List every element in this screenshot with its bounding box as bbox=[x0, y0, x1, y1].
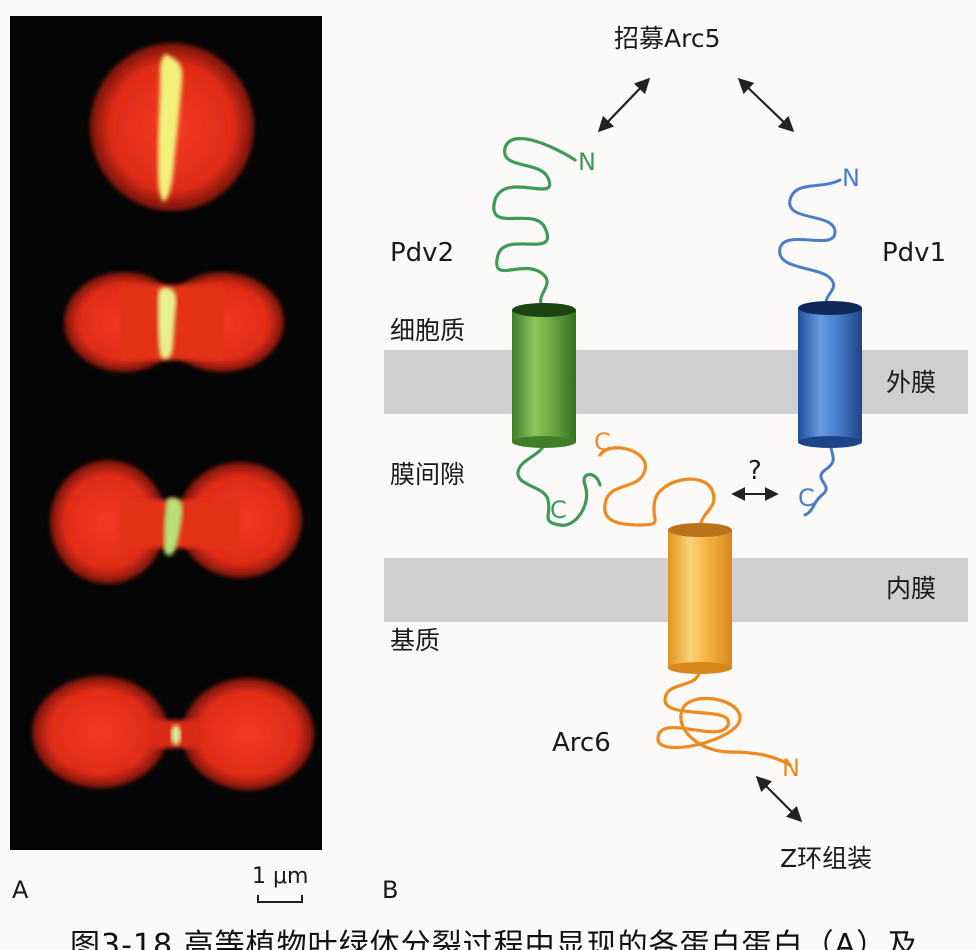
pdv2-c-tail bbox=[516, 438, 602, 527]
z-ring-assembly-label: Z环组装 bbox=[780, 844, 873, 873]
arrow-arc6-zring bbox=[755, 775, 803, 823]
pdv2-cylinder bbox=[512, 310, 576, 442]
pdv2-n-terminus: N bbox=[578, 148, 596, 176]
intermembrane-space-label: 膜间隙 bbox=[390, 460, 466, 489]
figure-caption: 图3-18 高等植物叶绿体分裂过程中显现的各蛋白蛋白（A）及 bbox=[70, 928, 919, 950]
chloroplast-stage-2 bbox=[64, 272, 284, 372]
pdv2-n-tail bbox=[492, 136, 577, 312]
ftsz-ring-1 bbox=[158, 54, 183, 202]
arc6-cylinder bbox=[668, 530, 732, 668]
arc6-protein bbox=[598, 446, 792, 767]
cytoplasm-label: 细胞质 bbox=[390, 316, 466, 345]
micrograph-panel bbox=[10, 16, 322, 903]
ftsz-ring-4 bbox=[171, 725, 181, 745]
pdv1-n-tail bbox=[778, 178, 842, 310]
pdv2-label: Pdv2 bbox=[390, 238, 455, 268]
arc6-n-tail bbox=[656, 666, 792, 767]
outer-membrane-label: 外膜 bbox=[886, 368, 937, 397]
inner-membrane-label: 内膜 bbox=[886, 574, 937, 603]
ftsz-ring-2 bbox=[158, 287, 177, 360]
panel-a-label: A bbox=[12, 876, 29, 904]
pdv1-protein bbox=[778, 178, 862, 517]
arc6-label: Arc6 bbox=[552, 728, 611, 758]
question-mark: ? bbox=[748, 456, 762, 486]
arc6-c-terminus: C bbox=[594, 428, 611, 456]
pdv1-n-terminus: N bbox=[842, 164, 860, 192]
pdv2-c-terminus: C bbox=[550, 496, 567, 524]
panel-b-label: B bbox=[382, 876, 399, 904]
chloroplast-stage-3 bbox=[50, 460, 302, 584]
chloroplast-stage-1 bbox=[90, 43, 254, 211]
pdv1-label: Pdv1 bbox=[882, 238, 947, 268]
arc6-n-terminus: N bbox=[782, 754, 800, 782]
arc6-c-tail bbox=[598, 446, 716, 532]
pdv2-protein bbox=[492, 136, 602, 527]
outer-membrane bbox=[384, 350, 968, 414]
recruit-arc5-label: 招募Arc5 bbox=[614, 24, 721, 53]
scale-bar bbox=[257, 895, 303, 903]
arrow-pdv2-arc5 bbox=[597, 77, 651, 133]
pdv1-c-tail bbox=[803, 438, 835, 517]
scale-bar-label: 1 μm bbox=[252, 864, 309, 889]
membrane-diagram bbox=[384, 77, 968, 823]
pdv1-cylinder bbox=[798, 308, 862, 442]
chloroplast-stage-4 bbox=[32, 676, 314, 790]
arrow-pdv1-arc5 bbox=[737, 77, 795, 133]
ftsz-ring-3 bbox=[164, 497, 183, 556]
pdv1-c-terminus: C bbox=[798, 484, 815, 512]
stroma-label: 基质 bbox=[390, 626, 441, 655]
figure-caption-strip: 图3-18 高等植物叶绿体分裂过程中显现的各蛋白蛋白（A）及 bbox=[0, 906, 976, 950]
